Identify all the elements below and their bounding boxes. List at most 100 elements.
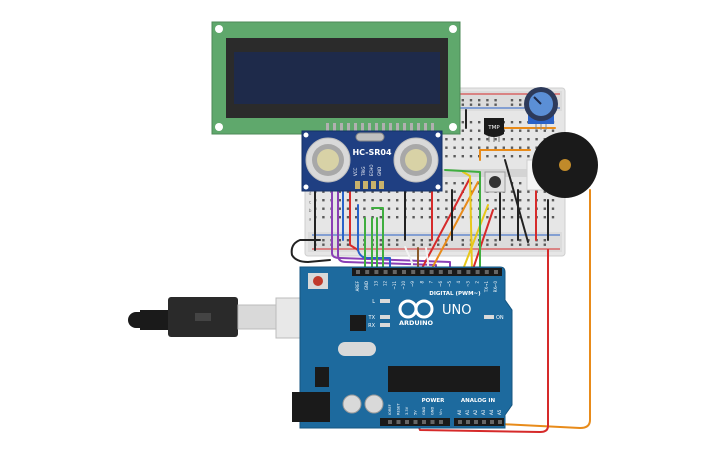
sensor-pin xyxy=(379,181,384,189)
analog-pin-label: A5 xyxy=(497,409,502,415)
sensor-pin xyxy=(363,181,368,189)
sensor-pin-label: ECHO xyxy=(369,165,374,176)
digital-pin-label: 7 xyxy=(429,281,434,284)
power-pin-label: IOREF xyxy=(388,404,392,415)
temp-sensor-label: TMP xyxy=(487,125,500,131)
digital-pin-label: ~3 xyxy=(465,281,470,287)
digital-pin xyxy=(466,270,471,274)
digital-pin-label: RX←0 xyxy=(493,281,498,293)
digital-pin xyxy=(365,270,370,274)
digital-pin xyxy=(383,270,388,274)
digital-pin-label: ~10 xyxy=(401,281,406,290)
potentiometer-icon xyxy=(524,87,558,130)
lcd-pin xyxy=(368,123,371,131)
lcd-pin xyxy=(340,123,343,131)
lcd-pin xyxy=(403,123,406,131)
digital-pin xyxy=(475,270,480,274)
digital-pin-label: ~9 xyxy=(410,281,415,287)
analog-header xyxy=(454,418,504,426)
digital-pin-label: GND xyxy=(364,281,369,290)
lcd-pin xyxy=(354,123,357,131)
analog-pin xyxy=(474,420,478,424)
power-pin-label: GND xyxy=(431,407,435,415)
arduino-model-label: UNO xyxy=(442,303,471,318)
digital-pin xyxy=(374,270,379,274)
digital-pin xyxy=(457,270,462,274)
sensor-pin xyxy=(371,181,376,189)
transducer-right xyxy=(393,137,439,183)
analog-pin xyxy=(482,420,486,424)
lcd-pin xyxy=(375,123,378,131)
digital-pin-label: 12 xyxy=(383,281,388,287)
lcd-pin xyxy=(389,123,392,131)
analog-pin xyxy=(458,420,462,424)
analog-pin-label: A3 xyxy=(481,409,486,415)
lcd-pin xyxy=(410,123,413,131)
lcd-pin xyxy=(417,123,420,131)
digital-pin-label: 13 xyxy=(373,281,378,287)
led-label-rx: RX xyxy=(368,323,375,329)
power-pin-label: Vin xyxy=(439,409,443,415)
digital-pin xyxy=(448,270,452,274)
power-pin xyxy=(439,420,443,424)
arduino-logo: ARDUINO xyxy=(398,299,434,327)
lcd-pin xyxy=(326,123,329,131)
analog-pin xyxy=(498,420,502,424)
sensor-model-label: HC-SR04 xyxy=(352,148,392,157)
power-pin-label: 5V xyxy=(414,410,418,415)
power-header-label: POWER xyxy=(422,398,446,404)
digital-pin xyxy=(402,270,406,274)
lcd-pin xyxy=(361,123,364,131)
digital-pin xyxy=(438,270,443,274)
digital-pin-label: 4 xyxy=(456,281,461,284)
digital-pin-label: AREF xyxy=(355,280,360,291)
breadboard-row-label: a xyxy=(309,218,312,223)
analog-header-label: ANALOG IN xyxy=(461,398,496,404)
lcd-pin xyxy=(424,123,427,131)
digital-pin-label: ~11 xyxy=(392,281,397,290)
digital-pin-label: 2 xyxy=(475,281,480,284)
sensor-pin xyxy=(355,181,360,189)
pushbutton-icon xyxy=(484,171,506,193)
digital-pin xyxy=(411,270,416,274)
sensor-pin-label: TRIG xyxy=(361,166,366,177)
lcd-pin xyxy=(396,123,399,131)
breadboard-row-label: d xyxy=(309,191,312,197)
lcd-screen xyxy=(234,52,440,104)
atmega-chip xyxy=(388,366,500,392)
lcd-pin xyxy=(431,123,434,131)
temperature-sensor: TMP xyxy=(484,118,504,142)
breadboard-row-label: c xyxy=(309,201,312,206)
lcd-pin xyxy=(333,123,336,131)
analog-pin-label: A1 xyxy=(465,409,470,415)
analog-pin xyxy=(490,420,494,424)
digital-pin xyxy=(356,270,360,274)
lcd-pin xyxy=(347,123,350,131)
digital-pin-label: ~6 xyxy=(438,281,443,287)
analog-pin-label: A0 xyxy=(457,409,462,415)
power-pin-label: GND xyxy=(422,407,426,415)
lcd-display xyxy=(211,21,461,135)
power-pin xyxy=(430,420,435,424)
led-label-l: L xyxy=(372,299,375,305)
digital-pin-label: ~5 xyxy=(447,281,452,287)
digital-pin xyxy=(392,270,397,274)
digital-pin xyxy=(484,270,489,274)
transducer-left xyxy=(305,137,351,183)
digital-header-label: DIGITAL (PWM~) xyxy=(429,291,481,297)
digital-pin xyxy=(429,270,434,274)
analog-pin-label: A4 xyxy=(489,409,494,415)
digital-pin-label: 8 xyxy=(419,281,424,284)
power-jack xyxy=(292,392,330,422)
sensor-pin-label: VCC xyxy=(353,167,358,176)
digital-header xyxy=(352,268,502,276)
power-pin xyxy=(388,420,392,424)
arduino-logo-text: ARDUINO xyxy=(399,319,434,327)
power-pin-label: RESET xyxy=(397,403,401,415)
power-pin-label: 3.3V xyxy=(405,406,409,415)
lcd-pin xyxy=(382,123,385,131)
sensor-pin-label: GND xyxy=(377,167,382,176)
buzzer-icon xyxy=(526,132,598,198)
